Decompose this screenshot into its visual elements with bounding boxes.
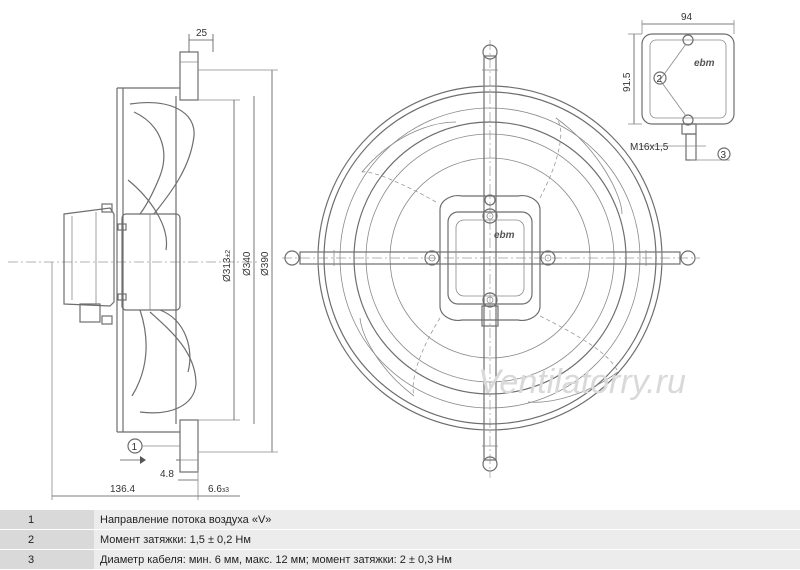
note-number: 1 bbox=[0, 510, 94, 530]
dim-offset-small: 4.8 bbox=[160, 469, 174, 480]
notes-table: 1 Направление потока воздуха «V» 2 Момен… bbox=[0, 510, 800, 570]
callout-2: 2 bbox=[657, 74, 663, 85]
ebm-logo-box: ebm bbox=[694, 58, 715, 69]
dim-hole-tol: з3 bbox=[222, 487, 229, 494]
side-view: 25 Ø313±2 Ø340 Ø390 1 4.8 136.4 6.6з3 bbox=[8, 28, 278, 500]
note-text: Направление потока воздуха «V» bbox=[94, 510, 800, 530]
callout-3: 3 bbox=[721, 150, 727, 161]
notes-row: 2 Момент затяжки: 1,5 ± 0,2 Нм bbox=[0, 529, 800, 550]
watermark: Ventilatorry.ru bbox=[478, 363, 686, 401]
notes-row: 3 Диаметр кабеля: мин. 6 мм, макс. 12 мм… bbox=[0, 549, 800, 570]
terminal-box-detail: 2 ebm M16x1,5 3 94 91.5 bbox=[622, 12, 735, 161]
dim-box-height: 91.5 bbox=[622, 72, 633, 92]
note-text: Диаметр кабеля: мин. 6 мм, макс. 12 мм; … bbox=[94, 549, 800, 570]
callout-1: 1 bbox=[132, 442, 138, 453]
ebm-logo-front: ebm bbox=[494, 230, 515, 241]
note-number: 3 bbox=[0, 549, 94, 570]
callout-3-circle bbox=[717, 147, 731, 161]
notes-row: 1 Направление потока воздуха «V» bbox=[0, 510, 800, 530]
dim-cable-gland: M16x1,5 bbox=[630, 142, 669, 153]
svg-text:Ø313±2: Ø313±2 bbox=[222, 250, 233, 282]
technical-drawing: 25 Ø313±2 Ø340 Ø390 1 4.8 136.4 6.6з3 bbox=[8, 12, 735, 500]
note-number: 2 bbox=[0, 529, 94, 550]
dim-dia-313: Ø313 bbox=[222, 257, 233, 282]
dim-hole: 6.6 bbox=[208, 484, 222, 495]
dim-depth-total: 136.4 bbox=[110, 484, 135, 495]
callout-2-circle bbox=[653, 71, 667, 85]
dim-dia-313-tol: ±2 bbox=[225, 250, 232, 258]
front-view: ebm bbox=[282, 40, 700, 478]
dim-box-width: 94 bbox=[681, 12, 693, 23]
note-text: Момент затяжки: 1,5 ± 0,2 Нм bbox=[94, 529, 800, 550]
svg-text:6.6з3: 6.6з3 bbox=[208, 484, 229, 495]
dim-flange-offset: 25 bbox=[196, 28, 208, 39]
dim-dia-340: Ø340 bbox=[242, 251, 253, 276]
dim-dia-390: Ø390 bbox=[260, 251, 271, 276]
